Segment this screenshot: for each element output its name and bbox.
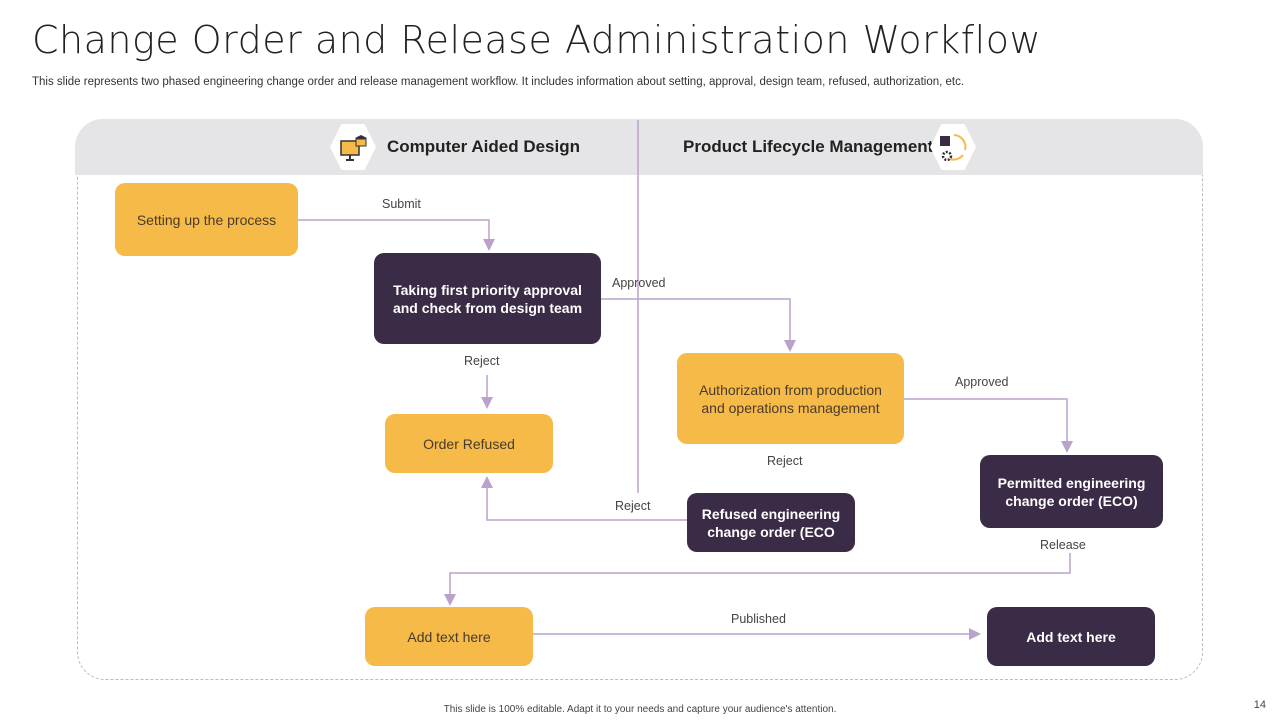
edge-release	[444, 553, 1071, 606]
node-add-text-1[interactable]: Add text here	[365, 607, 533, 666]
edge-approved-2	[904, 398, 1073, 453]
edge-label-reject-3: Reject	[615, 499, 651, 513]
edge-label-approved-1: Approved	[612, 276, 666, 290]
edge-reject-3	[481, 476, 687, 521]
product-cycle-icon	[930, 124, 976, 170]
edge-label-reject-2: Reject	[767, 454, 803, 468]
edge-label-published: Published	[731, 612, 786, 626]
phase-label-plm: Product Lifecycle Management	[683, 137, 934, 156]
page-number: 14	[1253, 699, 1266, 711]
node-refused-eco[interactable]: Refused engineering change order (ECO	[687, 493, 855, 552]
node-order-refused[interactable]: Order Refused	[385, 414, 553, 473]
edge-label-reject-1: Reject	[464, 354, 500, 368]
phase-header-band	[75, 119, 1203, 175]
node-permitted-eco[interactable]: Permitted engineering change order (ECO)	[980, 455, 1163, 528]
page-title: Change Order and Release Administration …	[32, 18, 1042, 62]
edge-label-release: Release	[1040, 538, 1086, 552]
node-authorization[interactable]: Authorization from production and operat…	[677, 353, 904, 444]
edge-approved-1	[601, 298, 796, 352]
phase-label-cad: Computer Aided Design	[387, 137, 580, 156]
edge-label-approved-2: Approved	[955, 375, 1009, 389]
node-add-text-2[interactable]: Add text here	[987, 607, 1155, 666]
node-setup[interactable]: Setting up the process	[115, 183, 298, 256]
page-subtitle: This slide represents two phased enginee…	[32, 76, 965, 88]
footer-note: This slide is 100% editable. Adapt it to…	[443, 704, 837, 715]
edge-submit	[298, 219, 495, 251]
edge-label-submit: Submit	[382, 197, 421, 211]
node-approval[interactable]: Taking first priority approval and check…	[374, 253, 601, 344]
